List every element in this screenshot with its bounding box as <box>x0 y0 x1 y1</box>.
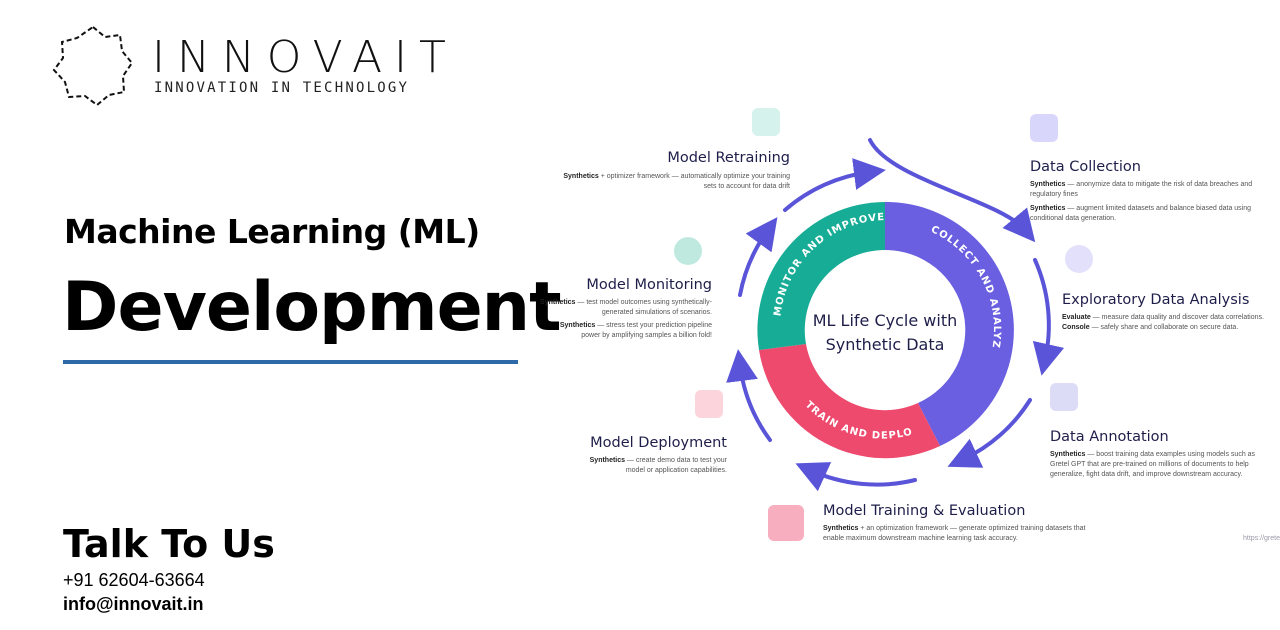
step-model-retraining: Model Retraining Synthetics + optimizer … <box>560 150 790 192</box>
logo-emblem-icon <box>52 25 134 107</box>
brand-name: INNOVAIT <box>152 32 458 83</box>
contact-email[interactable]: info@innovait.in <box>63 594 204 614</box>
cloud-upload-icon <box>695 390 723 418</box>
center-title-line1: ML Life Cycle with <box>813 311 957 330</box>
contact-title: Talk To Us <box>63 522 275 566</box>
step-model-monitoring: Model Monitoring Synthetics — test model… <box>540 277 712 339</box>
step-data-annotation: Data Annotation Synthetics — boost train… <box>1050 429 1275 480</box>
step-title: Model Retraining <box>667 150 790 166</box>
arrow-eda <box>1032 258 1065 376</box>
step-model-training: Model Training & Evaluation Synthetics +… <box>823 503 1098 544</box>
chip-icon <box>768 505 804 541</box>
step-model-deployment: Model Deployment Synthetics — create dem… <box>570 435 727 476</box>
lifecycle-ring: MONITOR AND IMPROVE COLLECT AND ANALYZE … <box>700 120 1065 492</box>
segment-monitor <box>757 202 885 350</box>
divider <box>63 360 518 364</box>
arrow-retraining <box>783 158 886 212</box>
step-title: Model Monitoring <box>586 277 712 293</box>
step-title: Model Training & Evaluation <box>823 503 1026 519</box>
database-search-icon <box>674 237 702 265</box>
segment-collect <box>885 201 1014 446</box>
funnel-icon <box>1030 114 1058 142</box>
headline-line2: Development <box>62 268 562 347</box>
arrow-collect <box>868 138 1036 243</box>
headline-line1: Machine Learning (ML) <box>64 212 480 251</box>
segment-train <box>759 344 940 459</box>
step-data-collection: Data Collection Synthetics — anonymize d… <box>1030 159 1260 224</box>
step-title: Exploratory Data Analysis <box>1062 292 1250 308</box>
retraining-icon <box>752 108 780 136</box>
step-title: Data Annotation <box>1050 429 1169 445</box>
step-exploratory-data-analysis: Exploratory Data Analysis Evaluate — mea… <box>1062 292 1277 333</box>
analysis-icon <box>1065 245 1093 273</box>
arrow-annotation <box>947 398 1032 468</box>
arrow-training <box>795 462 917 492</box>
arrow-deployment <box>726 349 772 442</box>
brand-tagline: INNOVATION IN TECHNOLOGY <box>154 80 410 96</box>
chart-doc-icon <box>1050 383 1078 411</box>
contact-phone[interactable]: +91 62604-63664 <box>63 570 205 590</box>
source-url: https://grete <box>1243 535 1280 542</box>
step-title: Model Deployment <box>590 435 727 451</box>
center-title-line2: Synthetic Data <box>826 335 945 354</box>
step-title: Data Collection <box>1030 159 1141 175</box>
arrow-monitoring <box>738 217 778 297</box>
